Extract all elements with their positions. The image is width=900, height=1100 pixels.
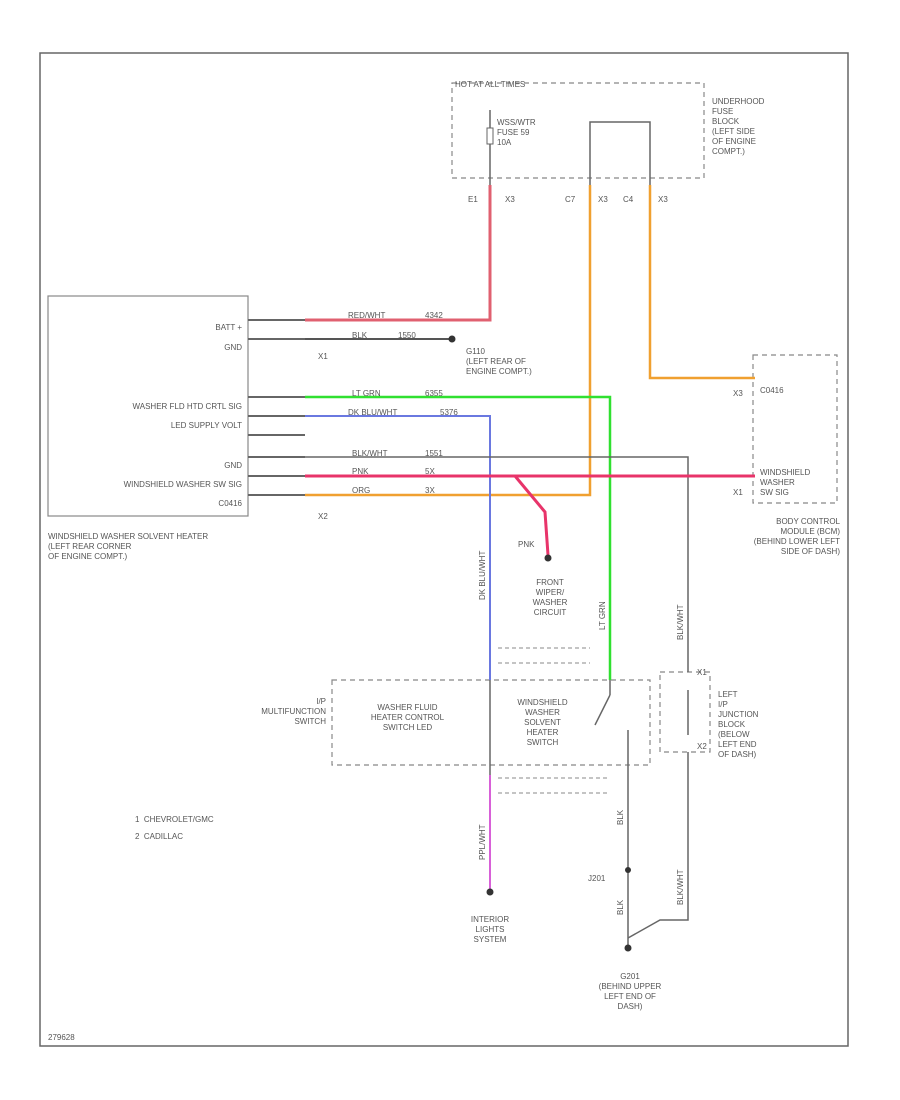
bcm-pin-c0416: C0416	[760, 386, 784, 395]
heater-pin-gnd-2: GND	[224, 461, 242, 470]
g201-label: G201 (BEHIND UPPER LEFT END OF DASH)	[598, 972, 662, 1011]
g201-ground-dot	[624, 944, 632, 952]
fuse-pin-c4: C4	[623, 195, 634, 204]
heater-pin-led-supply: LED SUPPLY VOLT	[170, 421, 242, 430]
pnk-ref-dot	[544, 554, 552, 562]
circuit-label-c3: 6355	[425, 389, 443, 398]
circuit-label-c2: 1550	[398, 331, 416, 340]
wire-label-redwht: RED/WHT	[348, 311, 386, 320]
heater-name-label: WINDSHIELD WASHER SOLVENT HEATER (LEFT R…	[48, 532, 209, 561]
wire-pink-branch	[513, 475, 550, 556]
bcm-conn-x1: X1	[733, 488, 743, 497]
wire-label-blk-v2: BLK	[616, 899, 625, 915]
x2-label: X2	[318, 512, 328, 521]
wire-blkwht-junction	[627, 752, 689, 939]
hot-at-all-times-label: HOT AT ALL TIMES	[455, 80, 526, 89]
fuse-pin-x3-a: X3	[505, 195, 515, 204]
wire-label-blkwht: BLK/WHT	[352, 449, 388, 458]
circuit-label-c5: 1551	[425, 449, 443, 458]
junction-block-label: LEFT I/P JUNCTION BLOCK (BELOW LEFT END …	[718, 690, 759, 759]
fuse-block-bus	[589, 121, 651, 185]
solvent-heater-switch-label: WINDSHIELD WASHER SOLVENT HEATER SWITCH	[517, 698, 568, 747]
jb-pin-x2: X2	[697, 742, 707, 751]
wire-blkwht-gnd	[305, 456, 689, 672]
pnk-ref-label: PNK	[518, 540, 535, 549]
bcm-box	[752, 354, 838, 504]
front-wiper-label: FRONT WIPER/ WASHER CIRCUIT	[532, 578, 568, 617]
fuse-symbol	[486, 127, 494, 145]
wire-label-org: ORG	[352, 486, 371, 495]
j201-label: J201	[588, 874, 606, 883]
figure-id: 279628	[48, 1033, 75, 1042]
heater-pin-batt: BATT +	[215, 323, 242, 332]
diagram-border	[39, 52, 849, 1047]
wire-label-pnk: PNK	[352, 467, 369, 476]
underhood-fuse-block-label: UNDERHOOD FUSE BLOCK (LEFT SIDE OF ENGIN…	[712, 97, 765, 156]
jb-pin-x1: X1	[697, 668, 707, 677]
bcm-pin-windshield: WINDSHIELD WASHER SW SIG	[760, 468, 811, 497]
fuse-pin-c7: C7	[565, 195, 576, 204]
heater-connector-stubs	[248, 319, 305, 496]
wire-blue	[305, 415, 491, 680]
heater-pin-c0416: C0416	[218, 499, 242, 508]
circuit-label-c4: 5376	[440, 408, 458, 417]
fuse-pin-e1: E1	[468, 195, 478, 204]
heater-pin-washer-fld: WASHER FLD HTD CRTL SIG	[132, 402, 243, 411]
switch-contact	[594, 694, 611, 726]
wire-orange-bcm	[648, 185, 755, 380]
wire-label-dkblu-v: DK BLU/WHT	[478, 550, 487, 600]
circuit-label-c1: 4342	[425, 311, 443, 320]
wire-label-blkwht-v2: BLK/WHT	[676, 869, 685, 905]
fuse-pin-x3-b: X3	[598, 195, 608, 204]
wire-label-ltgrn-v: LT GRN	[598, 601, 607, 630]
bcm-conn-x3: X3	[733, 389, 743, 398]
wire-label-blk: BLK	[352, 331, 368, 340]
wire-green	[305, 395, 612, 680]
heater-pin-windshield-sw: WINDSHIELD WASHER SW SIG	[123, 480, 242, 489]
wire-red-batt	[305, 185, 492, 322]
wire-label-ltgrn: LT GRN	[352, 389, 381, 398]
note-2: 2 CADILLAC	[135, 832, 184, 841]
circuit-label-c7: 3X	[425, 486, 435, 495]
note-1: 1 CHEVROLET/GMC	[135, 815, 214, 824]
fuse-pin-x3-c: X3	[658, 195, 668, 204]
heater-pin-gnd-1: GND	[224, 343, 242, 352]
j201-splice	[625, 867, 631, 873]
multifunction-switch-box	[331, 679, 651, 766]
wire-label-blk-v: BLK	[616, 809, 625, 825]
wire-label-dkblu: DK BLU/WHT	[348, 408, 398, 417]
circuit-label-c6: 5X	[425, 467, 435, 476]
wire-orange	[305, 185, 592, 497]
led-label: WASHER FLUID HEATER CONTROL SWITCH LED	[370, 703, 445, 732]
wire-label-blkwht-v: BLK/WHT	[676, 604, 685, 640]
heater-module-box	[47, 295, 249, 517]
g110-label: G110 (LEFT REAR OF ENGINE COMPT.)	[466, 347, 532, 376]
interior-lights-label: INTERIOR LIGHTS SYSTEM	[470, 915, 510, 944]
g110-ground-dot	[448, 335, 456, 343]
underhood-fuse-block-box	[451, 82, 705, 179]
wire-label-ppl-v: PPL/WHT	[478, 824, 487, 860]
interior-lights-dot	[486, 888, 494, 896]
bcm-name-label: BODY CONTROL MODULE (BCM) (BEHIND LOWER …	[753, 517, 840, 556]
fuse-label: WSS/WTR FUSE 59 10A	[497, 118, 536, 147]
junction-block-box	[659, 671, 711, 753]
x1-label: X1	[318, 352, 328, 361]
multifunction-switch-label: I/P MULTIFUNCTION SWITCH	[261, 697, 326, 726]
